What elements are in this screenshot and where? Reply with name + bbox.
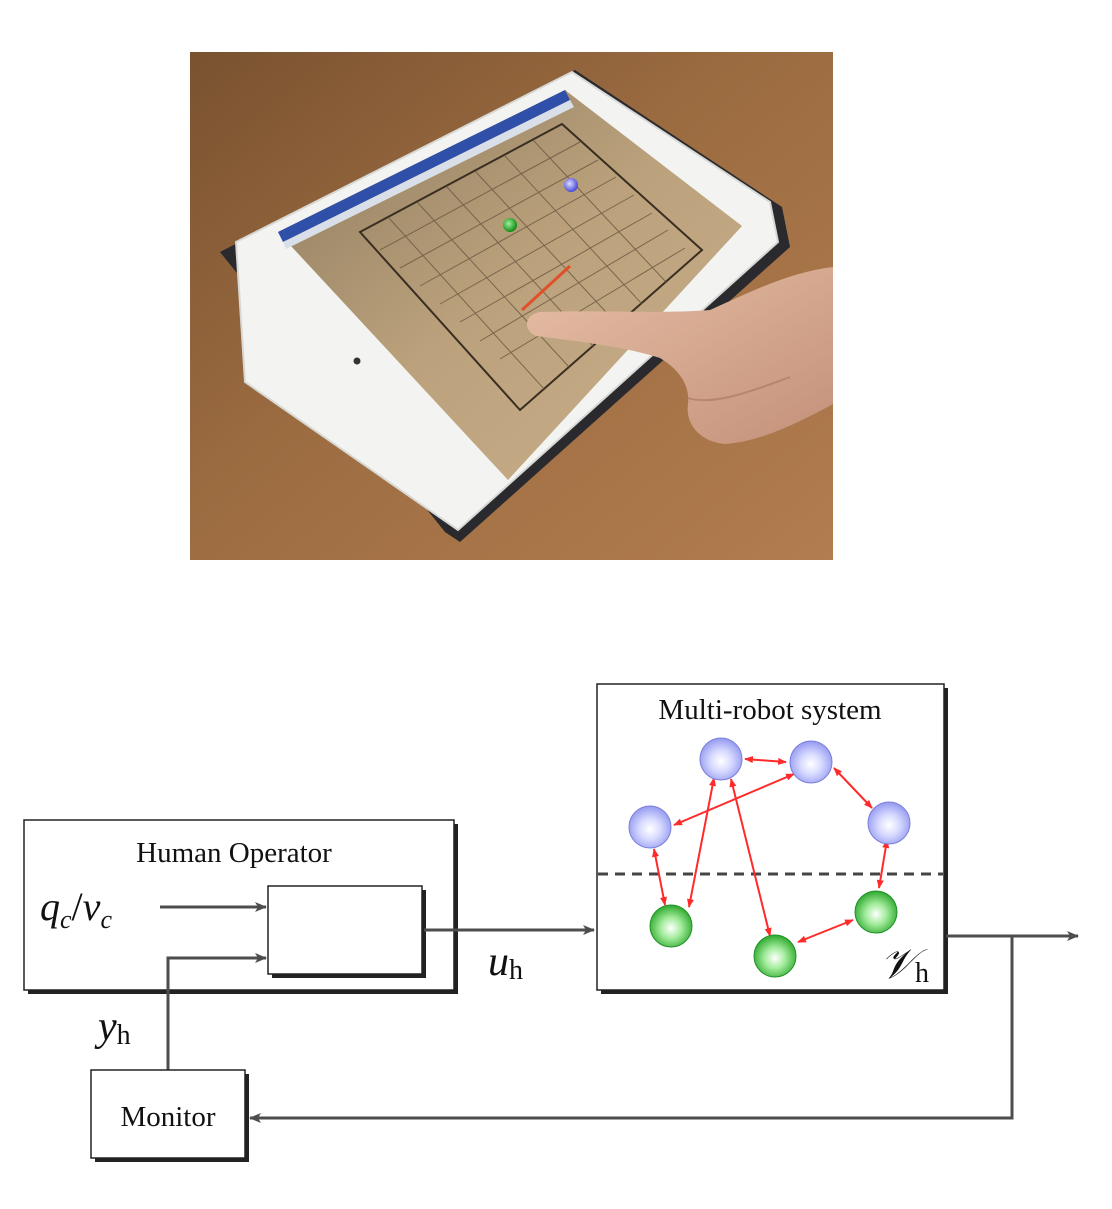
input-label-q-sub: c xyxy=(60,905,72,934)
link-top-left-top-right xyxy=(744,756,787,765)
input-label-q: q xyxy=(40,884,60,929)
robot-links xyxy=(652,756,890,943)
link-top-left-green-mid xyxy=(729,778,772,937)
visible-set-sub: h xyxy=(915,958,929,989)
knuckle-crease xyxy=(684,376,791,402)
input-label: qc/vc xyxy=(40,884,112,934)
feedback-arrow-to-monitor xyxy=(249,936,1014,1123)
feedback-label-y: y xyxy=(94,1004,117,1050)
home-button xyxy=(353,357,361,365)
feedback-label-y-sub: h xyxy=(117,1020,131,1051)
app-titlebar xyxy=(278,90,570,242)
screen-trace xyxy=(520,264,572,312)
tablet-photo-svg xyxy=(190,52,833,560)
feedback-label: yh xyxy=(94,1004,131,1051)
link-top-left-green-left xyxy=(687,777,716,908)
output-label-u-sub: h xyxy=(509,955,523,986)
monitor-box xyxy=(90,1069,246,1159)
input-label-v: v xyxy=(83,884,101,929)
link-right-green-right xyxy=(876,839,890,889)
robot-node-green-mid xyxy=(753,934,797,978)
robot-node-green-left xyxy=(649,904,693,948)
robot-node-blue-right xyxy=(867,801,911,845)
tablet-photo xyxy=(190,52,833,560)
input-label-slash: / xyxy=(72,884,84,929)
multi-robot-title: Multi-robot system xyxy=(658,694,882,726)
screen-blue-robot xyxy=(564,178,578,192)
controller-box xyxy=(267,885,423,975)
control-block-diagram: Human Operator qc/vc yh uh Multi-robot s… xyxy=(23,683,1079,1162)
output-label: uh xyxy=(488,939,523,986)
robot-node-blue-left xyxy=(628,805,672,849)
link-green-mid-green-right xyxy=(797,919,854,943)
finger-hand xyxy=(526,267,833,444)
link-left-green-left xyxy=(652,848,667,906)
robot-node-green-right xyxy=(854,890,898,934)
robot-node-blue-top-left xyxy=(699,737,743,781)
link-top-right-right xyxy=(833,767,873,809)
screen-green-robot xyxy=(503,218,517,232)
app-toolbar xyxy=(283,100,574,249)
output-label-u: u xyxy=(488,939,509,985)
plot-frame xyxy=(358,122,704,412)
feedback-arrow-into-controller xyxy=(166,953,267,1070)
monitor-title: Monitor xyxy=(120,1101,215,1133)
input-label-v-sub: c xyxy=(100,905,112,934)
human-operator-title: Human Operator xyxy=(136,837,332,869)
robot-node-blue-top-right xyxy=(789,740,833,784)
